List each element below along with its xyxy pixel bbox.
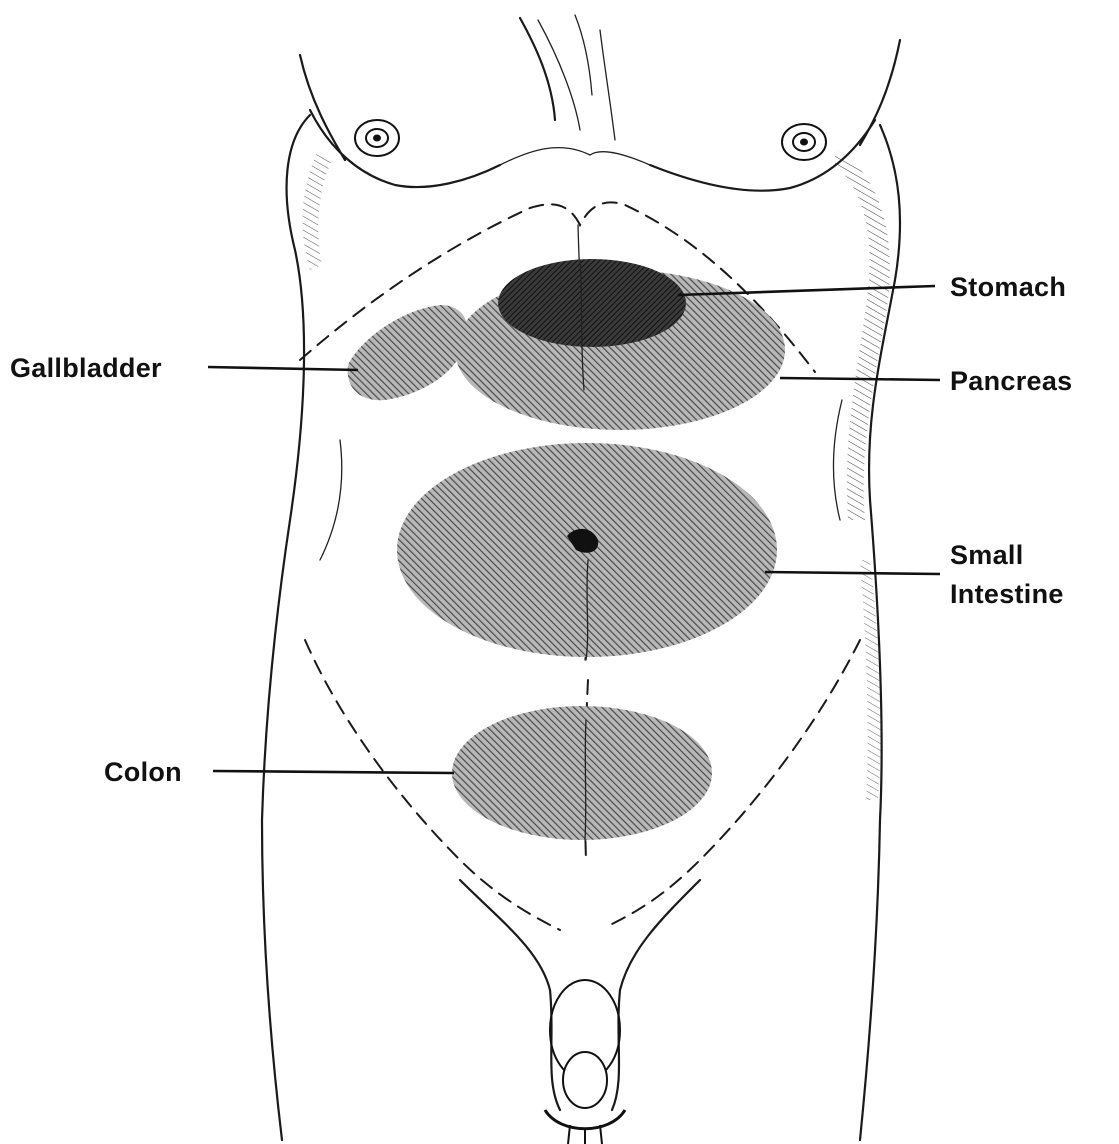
gallbladder-region: [348, 305, 468, 400]
stomach-label: Stomach: [950, 272, 1066, 302]
stomach-region: [498, 259, 686, 347]
small-intestine-label-line2: Intestine: [950, 579, 1064, 609]
pancreas-leader: [780, 378, 940, 380]
pancreas-label: Pancreas: [950, 366, 1073, 396]
gallbladder-leader: [208, 367, 358, 370]
colon-label: Colon: [104, 757, 182, 787]
colon-leader: [213, 771, 454, 773]
right-nipple: [782, 124, 826, 160]
gallbladder-label: Gallbladder: [10, 353, 162, 383]
left-nipple: [355, 120, 399, 156]
pelvis-sketch: [460, 880, 700, 1144]
colon-region: [452, 706, 712, 840]
small-intestine-leader: [765, 572, 940, 574]
small-intestine-label-line1: Small: [950, 540, 1024, 570]
